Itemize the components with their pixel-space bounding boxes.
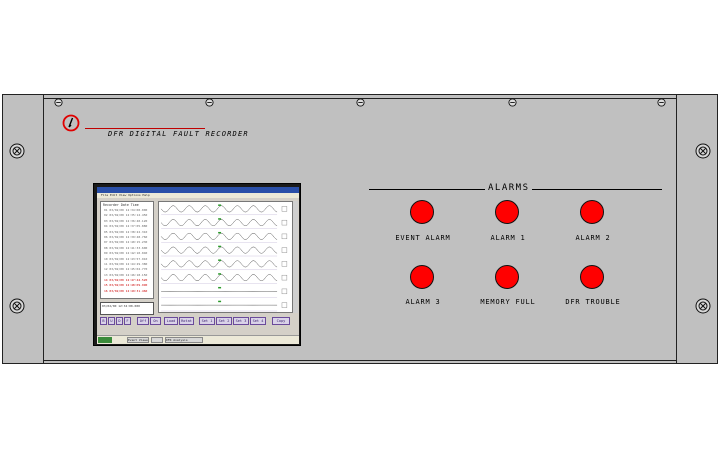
- channel-row[interactable]: 05 03/02/00 12:38:22.310: [104, 229, 148, 234]
- trigger-marker: [218, 259, 222, 261]
- alarm-label: ALARM 2: [575, 234, 611, 242]
- channel-row[interactable]: 08 03/02/00 12:41:33.600: [104, 245, 148, 250]
- trace-checkbox: [281, 274, 288, 281]
- device-title: DFR DIGITAL FAULT RECORDER: [108, 130, 249, 138]
- channel-row[interactable]: 15 03/02/00 12:48:09.990: [104, 283, 148, 288]
- mounting-screw-icon: [9, 143, 25, 159]
- app-menu-bar[interactable]: File Edit View Options Help: [97, 193, 299, 198]
- channel-list[interactable]: Recorder Date Time 01 03/02/00 12:34:00.…: [100, 201, 154, 299]
- channel-row[interactable]: 01 03/02/00 12:34:00.000: [104, 208, 148, 212]
- waveform-trace: [160, 246, 278, 254]
- toolbar-button-on[interactable]: On: [150, 317, 161, 325]
- trigger-marker: [218, 204, 222, 206]
- trigger-marker: [218, 218, 222, 220]
- channel-row[interactable]: 16 03/02/00 12:49:31.460: [104, 288, 148, 293]
- alarms-title: ALARMS: [488, 183, 530, 193]
- trace-checkbox: [281, 219, 288, 226]
- app-title-bar: [97, 187, 299, 193]
- channel-row[interactable]: 10 03/02/00 12:43:57.910: [104, 256, 148, 261]
- trace-checkbox: [281, 206, 288, 212]
- mounting-screw-icon: [9, 298, 25, 314]
- alarm-label: ALARM 1: [490, 234, 526, 242]
- channel-row[interactable]: 11 03/02/00 12:44:29.380: [104, 261, 148, 266]
- alarm-label: ALARM 3: [405, 298, 441, 306]
- alarms-rule-right: [532, 189, 662, 190]
- channel-row[interactable]: 04 03/02/00 12:37:05.880: [104, 224, 148, 229]
- channel-row[interactable]: 09 03/02/00 12:42:10.040: [104, 251, 148, 256]
- trace-checkbox: [281, 302, 288, 308]
- trigger-marker: [218, 273, 222, 275]
- trigger-marker: [218, 231, 222, 234]
- mounting-screw-icon: [695, 298, 711, 314]
- screw-icon: [356, 98, 365, 107]
- trace-checkbox: [281, 288, 288, 295]
- channel-row[interactable]: 03 03/02/00 12:36:40.120: [104, 218, 148, 223]
- waveform-trace: [160, 232, 278, 240]
- bottom-rail: [44, 360, 676, 361]
- toolbar-button-load[interactable]: Load: [164, 317, 178, 325]
- taskbar-item[interactable]: Event Viewer: [127, 337, 149, 343]
- screw-icon: [205, 98, 214, 107]
- channel-row[interactable]: 02 03/02/00 12:35:12.450: [104, 213, 148, 218]
- toolbar-button-rotat[interactable]: Rotat: [179, 317, 194, 325]
- brand-logo-icon: [62, 114, 80, 132]
- alarm-label: MEMORY FULL: [480, 298, 536, 306]
- trace-checkbox: [281, 247, 288, 253]
- waveform-trace: [160, 219, 278, 227]
- channel-row[interactable]: 07 03/02/00 12:40:15.230: [104, 240, 148, 245]
- alarm-lamp-event-alarm: [410, 200, 434, 224]
- channel-row[interactable]: 12 03/02/00 12:45:02.770: [104, 267, 148, 272]
- channel-row[interactable]: 14 03/02/00 12:47:44.520: [104, 278, 148, 283]
- taskbar: Event Viewer DFR Analysis: [97, 335, 299, 344]
- channel-row[interactable]: 06 03/02/00 12:39:48.760: [104, 234, 148, 239]
- display-screen: File Edit View Options Help Recorder Dat…: [93, 183, 301, 346]
- start-button[interactable]: [98, 337, 112, 343]
- screw-icon: [657, 98, 666, 107]
- analysis-app-window: File Edit View Options Help Recorder Dat…: [97, 187, 299, 344]
- channel-list-header: Recorder Date Time: [103, 203, 139, 207]
- toolbar-button-copy[interactable]: Copy: [272, 317, 290, 325]
- taskbar-item[interactable]: [151, 337, 163, 343]
- rack-ear-right: [676, 94, 718, 364]
- screw-icon: [54, 98, 63, 107]
- alarm-lamp-alarm-3: [410, 265, 434, 289]
- trigger-marker: [218, 300, 222, 303]
- alarm-lamp-memory-full: [495, 265, 519, 289]
- waveform-trace: [160, 274, 278, 282]
- trace-checkbox: [281, 233, 288, 240]
- toolbar-button-off[interactable]: Off: [137, 317, 149, 325]
- cursor-readout: 03/02/00 12:34:00.000: [100, 302, 154, 315]
- alarm-lamp-dfr-trouble: [580, 265, 604, 289]
- channel-row[interactable]: 13 03/02/00 12:46:18.150: [104, 272, 148, 277]
- toolbar-button-set-4[interactable]: Set 4: [250, 317, 266, 325]
- mounting-screw-icon: [695, 143, 711, 159]
- alarm-lamp-alarm-2: [580, 200, 604, 224]
- waveform-display[interactable]: [158, 201, 293, 313]
- toolbar-button-u[interactable]: U: [108, 317, 115, 325]
- waveform-trace: [160, 260, 278, 268]
- toolbar-button-set-3[interactable]: Set 3: [233, 317, 249, 325]
- alarm-label: DFR TROUBLE: [565, 298, 621, 306]
- trace-checkbox: [281, 261, 288, 267]
- toolbar-button-f[interactable]: F: [124, 317, 131, 325]
- taskbar-item[interactable]: DFR Analysis: [165, 337, 203, 343]
- alarms-rule-left: [369, 189, 485, 190]
- toolbar-button-d[interactable]: D: [116, 317, 123, 325]
- toolbar-button-b[interactable]: B: [100, 317, 107, 325]
- screw-icon: [508, 98, 517, 107]
- trigger-marker: [218, 245, 222, 248]
- trigger-marker: [218, 286, 222, 289]
- alarm-label: EVENT ALARM: [395, 234, 451, 242]
- toolbar-button-set-2[interactable]: Set 2: [216, 317, 232, 325]
- toolbar-button-set-1[interactable]: Set 1: [199, 317, 215, 325]
- alarm-lamp-alarm-1: [495, 200, 519, 224]
- waveform-trace: [160, 205, 278, 213]
- rack-ear-left: [2, 94, 44, 364]
- brand-underline: [85, 128, 205, 129]
- waveform-scrollbar[interactable]: [293, 201, 298, 313]
